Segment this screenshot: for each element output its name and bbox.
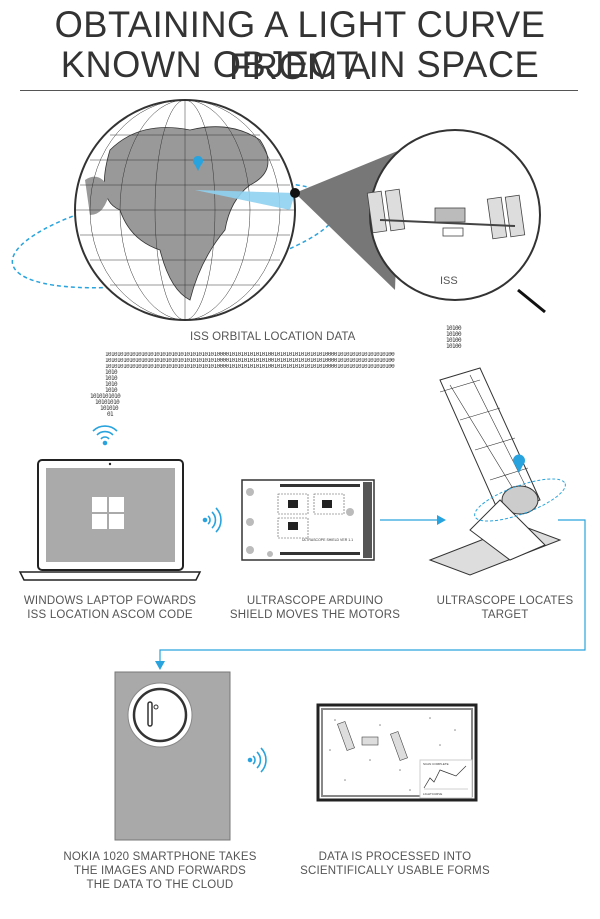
binary-down: 1010 <box>105 369 118 376</box>
binary-row: 1010101010101010101010101010101010101000… <box>105 364 395 370</box>
label-line: NOKIA 1020 SMARTPHONE TAKES <box>63 851 257 863</box>
magnifier-illustration <box>290 129 546 314</box>
location-pin-icon <box>513 454 525 473</box>
step-label-laptop: WINDOWS LAPTOP FOWARDS ISS LOCATION ASCO… <box>24 594 196 622</box>
binary-stub: 10100 <box>446 343 462 350</box>
monitor-illustration <box>316 703 478 802</box>
step-label-processing: DATA IS PROCESSED INTO SCIENTIFICALLY US… <box>300 850 490 878</box>
title-line-1: OBTAINING A LIGHT CURVE FROM A <box>54 4 546 87</box>
label-line: THE IMAGES AND FORWARDS <box>73 865 246 877</box>
binary-down: 1010 <box>105 387 118 394</box>
binary-row: 1010101010101010101010101010101010101000… <box>105 352 395 358</box>
binary-down: 1010 <box>105 375 118 382</box>
title-divider <box>20 90 578 91</box>
binary-arrow: 1010101010 <box>90 393 121 400</box>
label-line: TARGET <box>481 609 529 621</box>
wireless-signal-icon <box>92 425 118 446</box>
flow-connector <box>155 515 586 670</box>
step-label-arduino: ULTRASCOPE ARDUINO SHIELD MOVES THE MOTO… <box>230 594 400 622</box>
binary-stub: 10100 <box>446 325 462 332</box>
arrow-right-icon <box>437 515 446 525</box>
windows-logo-icon <box>92 497 124 529</box>
arduino-shield-illustration <box>241 479 375 561</box>
label-line: ULTRASCOPE LOCATES <box>436 595 574 607</box>
location-pin-icon <box>193 156 203 171</box>
lightcurve-line <box>423 765 467 789</box>
label-line: ISS LOCATION ASCOM CODE <box>27 609 193 621</box>
binary-stub: 10100 <box>446 331 462 338</box>
label-line: SHIELD MOVES THE MOTORS <box>229 609 401 621</box>
screen-title: SCAN COMPLETE <box>423 762 449 766</box>
label-line: ULTRASCOPE ARDUINO <box>246 595 384 607</box>
iss-icon <box>366 188 526 240</box>
label-line: SCIENTIFICALLY USABLE FORMS <box>300 865 490 877</box>
binary-arrow: 10101010 <box>95 399 120 406</box>
arrow-down-icon <box>155 661 165 670</box>
wireless-signal-icon <box>202 507 222 533</box>
binary-row: 1010101010101010101010101010101010101000… <box>105 358 395 364</box>
binary-stub: 10100 <box>446 337 462 344</box>
step-label-smartphone: NOKIA 1020 SMARTPHONE TAKES THE IMAGES A… <box>63 850 256 892</box>
screen-caption: LIGHTCURVE <box>423 792 442 796</box>
board-text: ULTRASCOPE SHIELD VER 1.1 <box>302 538 353 542</box>
binary-down: 1010 <box>105 381 118 388</box>
binary-arrow: 01 <box>107 411 114 418</box>
wireless-signal-icon <box>247 747 267 773</box>
lightcurve-panel <box>419 759 473 799</box>
label-line: THE DATA TO THE CLOUD <box>86 879 234 891</box>
telescope-illustration <box>428 367 566 576</box>
globe-illustration <box>11 99 339 321</box>
step-label-telescope: ULTRASCOPE LOCATES TARGET <box>437 594 574 622</box>
data-flow-label: ISS ORBITAL LOCATION DATA <box>190 331 356 343</box>
binary-arrow: 101010 <box>100 405 119 412</box>
laptop-illustration <box>18 459 202 581</box>
label-line: DATA IS PROCESSED INTO <box>318 851 472 863</box>
label-line: WINDOWS LAPTOP FOWARDS <box>23 595 197 607</box>
iss-label: ISS <box>440 275 458 287</box>
title-line-2: KNOWN OBJECT IN SPACE <box>60 44 540 85</box>
iss-icon <box>337 721 408 761</box>
smartphone-illustration <box>114 671 231 841</box>
camera-lens-icon <box>132 687 188 743</box>
